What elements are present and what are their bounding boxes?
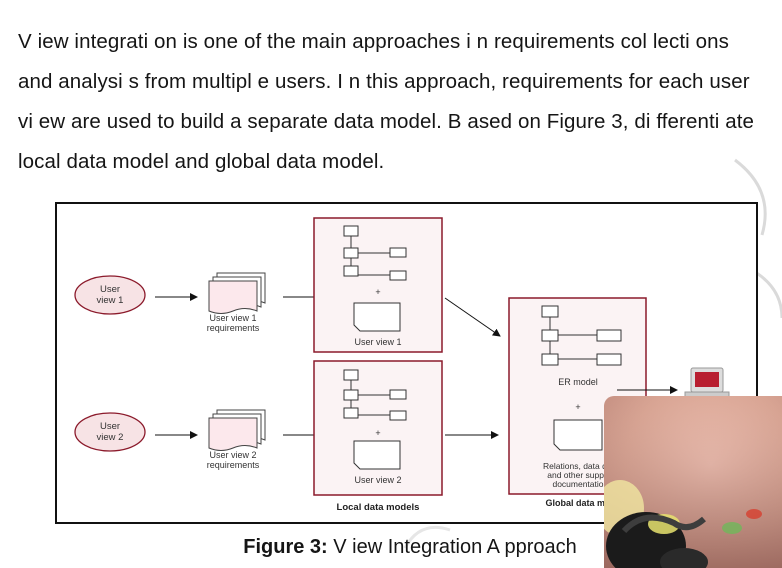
- svg-text:view 1: view 1: [97, 295, 124, 306]
- svg-text:requirements: requirements: [207, 323, 260, 333]
- svg-text:Relations, data dic: Relations, data dic: [543, 461, 614, 471]
- svg-text:view 2: view 2: [97, 432, 124, 443]
- svg-text:User view 2: User view 2: [354, 475, 401, 485]
- local-data-model-1: + User view 1: [313, 217, 443, 353]
- svg-text:+: +: [575, 402, 580, 412]
- global-data-model-label: Global data mo: [545, 498, 611, 508]
- question-paragraph: V iew integrati on is one of the main ap…: [18, 22, 758, 182]
- local-data-models-label: Local data models: [337, 502, 420, 513]
- question-line-1: V iew integrati on is one of the main ap…: [18, 30, 729, 53]
- question-line-3: vi ew are used to build a separate data …: [18, 110, 755, 133]
- local-data-model-2: + User view 2: [313, 360, 443, 496]
- requirements-stack-2-icon: User view 2 requirements: [207, 409, 266, 470]
- svg-text:requirements: requirements: [207, 460, 260, 470]
- svg-text:User: User: [100, 284, 120, 295]
- laptop-icon: [684, 367, 730, 399]
- camera-overlay-photo: [604, 396, 782, 568]
- svg-text:ER model: ER model: [558, 377, 598, 387]
- user-view-1-ellipse: User view 1: [74, 275, 146, 315]
- svg-text:User view 1: User view 1: [209, 313, 256, 323]
- caption-text: V iew Integration A pproach: [327, 536, 577, 558]
- camera-overlay-image: [604, 396, 782, 568]
- requirements-stack-1-icon: User view 1 requirements: [207, 272, 266, 333]
- svg-text:User view 2: User view 2: [209, 450, 256, 460]
- question-line-4: local data model and global data model.: [18, 150, 385, 173]
- svg-text:User view 1: User view 1: [354, 337, 401, 347]
- svg-text:User: User: [100, 421, 120, 432]
- question-line-2: and analysi s from multipl e users. I n …: [18, 70, 750, 93]
- svg-text:and other suppo: and other suppo: [547, 470, 609, 480]
- user-view-2-ellipse: User view 2: [74, 412, 146, 452]
- caption-prefix: Figure 3:: [243, 536, 328, 558]
- svg-text:+: +: [375, 287, 380, 297]
- figure-caption: Figure 3: V iew Integration A pproach: [0, 536, 782, 559]
- svg-text:documentatio: documentatio: [552, 479, 603, 489]
- arrow: [444, 297, 501, 337]
- svg-text:+: +: [375, 428, 380, 438]
